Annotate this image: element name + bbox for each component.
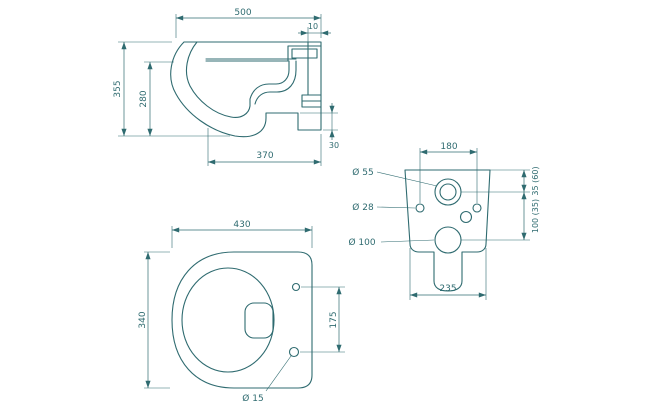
dim-rear-right-upper-label: 35 (60) (531, 166, 540, 195)
rear-label-inlet-text: Ø 55 (352, 167, 373, 178)
dim-side-depth-label: 370 (256, 151, 273, 161)
rear-view: Ø 55 Ø 28 Ø 100 180 235 35 (60) (348, 142, 540, 300)
rear-inlet-inner-circle (439, 183, 457, 201)
dim-side-rim-height-label: 280 (139, 90, 149, 107)
rear-label-inlet: Ø 55 (352, 167, 438, 187)
dim-side-width: 500 (175, 8, 322, 38)
dim-plan-hole-offset-label: 175 (329, 311, 339, 328)
plan-top-hole (291, 282, 301, 292)
dim-rear-right-lower-label: 100 (35) (531, 199, 540, 233)
rear-label-fixing-text: Ø 28 (352, 202, 374, 213)
plan-label-hole: Ø 15 (242, 355, 292, 404)
dim-side-gap-label: 30 (329, 141, 339, 150)
plan-bowl-opening (181, 267, 275, 373)
dim-rear-hole-spacing: 180 (419, 142, 478, 203)
plan-sump-detail (244, 302, 274, 339)
dim-rear-width-label: 235 (439, 284, 456, 294)
dim-plan-width-label: 430 (233, 220, 250, 230)
dim-rear-hole-spacing-label: 180 (440, 142, 457, 152)
rear-inlet-outer-circle (434, 178, 462, 206)
rear-label-outlet: Ø 100 (348, 237, 435, 248)
side-profile-outline (170, 41, 322, 138)
dim-plan-width: 430 (171, 220, 313, 248)
rear-label-fixing: Ø 28 (352, 202, 416, 213)
side-cistern-detail (205, 45, 322, 108)
plan-bottom-hole (288, 346, 300, 358)
side-profile-inner (185, 41, 309, 118)
dim-side-height-label: 355 (113, 80, 123, 97)
dim-side-width-label: 500 (234, 8, 251, 18)
plan-outline (171, 251, 313, 389)
dim-side-gap: 30 (300, 103, 339, 150)
dim-rear-right-upper: 35 (60) (461, 166, 540, 196)
dim-side-rim-height: 280 (139, 61, 174, 136)
rear-fixing-hole-left (415, 203, 425, 213)
dim-side-offset-label: 10 (308, 22, 318, 31)
dim-side-depth: 370 (207, 128, 322, 166)
rear-label-outlet-text: Ø 100 (348, 237, 375, 248)
plan-view: Ø 15 430 340 175 (138, 220, 345, 404)
rear-fixing-hole-right (472, 203, 482, 213)
dim-plan-depth: 340 (138, 251, 170, 389)
side-view: 500 10 355 280 370 (113, 8, 339, 166)
dim-rear-right-lower: 100 (35) (461, 192, 540, 241)
rear-small-port-circle (459, 210, 473, 224)
dim-side-offset: 10 (298, 22, 331, 42)
rear-outlet-circle (434, 226, 462, 254)
dim-plan-depth-label: 340 (138, 311, 148, 328)
dim-rear-width: 235 (409, 248, 487, 300)
dim-side-height: 355 (113, 41, 230, 137)
rear-body-outline (404, 169, 491, 292)
plan-label-hole-text: Ø 15 (242, 393, 263, 404)
dim-plan-hole-offset: 175 (300, 286, 345, 353)
